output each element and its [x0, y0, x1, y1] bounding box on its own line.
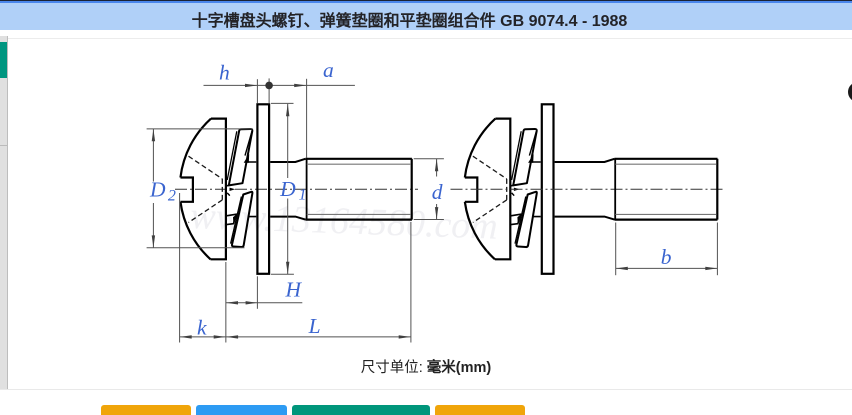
svg-text:b: b [661, 245, 672, 269]
svg-text:h: h [219, 61, 230, 85]
svg-text:a: a [323, 58, 334, 82]
svg-text:H: H [285, 278, 303, 302]
svg-text:尺寸单位: 毫米(mm): 尺寸单位: 毫米(mm) [361, 358, 492, 376]
svg-text:k: k [197, 316, 207, 340]
svg-text:d: d [432, 180, 443, 204]
svg-text:D: D [149, 177, 166, 201]
svg-text:L: L [308, 314, 321, 338]
svg-text:1: 1 [299, 186, 307, 203]
svg-text:D: D [279, 177, 296, 201]
svg-text:2: 2 [168, 188, 176, 205]
